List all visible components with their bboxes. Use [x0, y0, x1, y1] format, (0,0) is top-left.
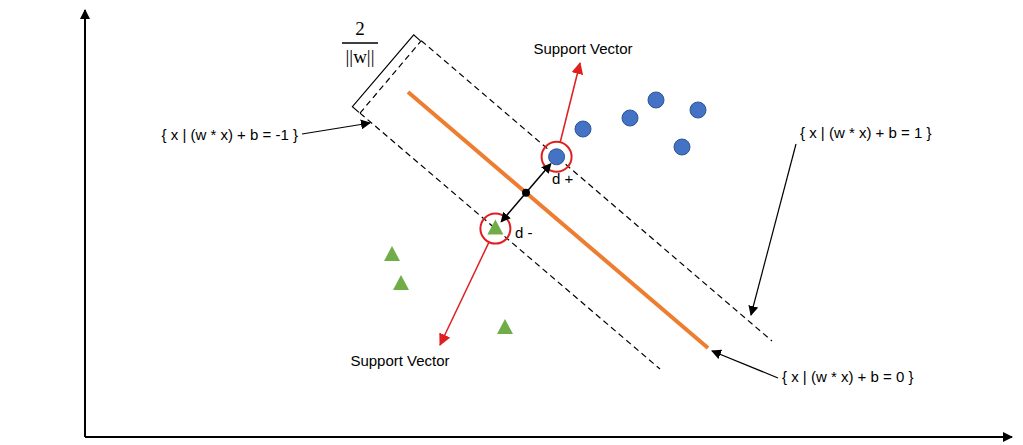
hyperplane-equation: { x | (w * x) + b = 0 }: [782, 368, 913, 386]
fraction-bar: [342, 42, 378, 44]
distance-label: d -: [515, 224, 533, 242]
foot-point: [522, 189, 530, 197]
support-vector-pointer: [560, 63, 580, 142]
leader-arrow: [302, 123, 370, 134]
distance-label: d +: [552, 170, 573, 188]
y-axis: [84, 10, 86, 437]
hyperplane-equation: { x | (w * x) + b = 1 }: [800, 124, 931, 142]
support-vector-ring: [542, 142, 572, 172]
support-vector-ring: [480, 214, 510, 244]
leader-arrow: [751, 144, 796, 315]
hyperplane: [408, 92, 708, 348]
margin-line-negative: [360, 113, 660, 369]
support-vector-pointer: [440, 242, 489, 345]
distance-arrow: [526, 164, 551, 193]
leader-arrow: [712, 351, 778, 378]
negative-class-points: [384, 220, 513, 334]
distance-arrow: [501, 193, 526, 222]
callout-label: Support Vector: [350, 352, 449, 370]
x-axis: [85, 436, 1012, 438]
margin-numerator: 2: [355, 18, 365, 40]
hyperplane-equation: { x | (w * x) + b = -1 }: [162, 126, 298, 144]
margin-line-positive: [421, 41, 772, 341]
margin-denominator: ||w||: [346, 46, 375, 68]
callout-label: Support Vector: [533, 40, 632, 58]
